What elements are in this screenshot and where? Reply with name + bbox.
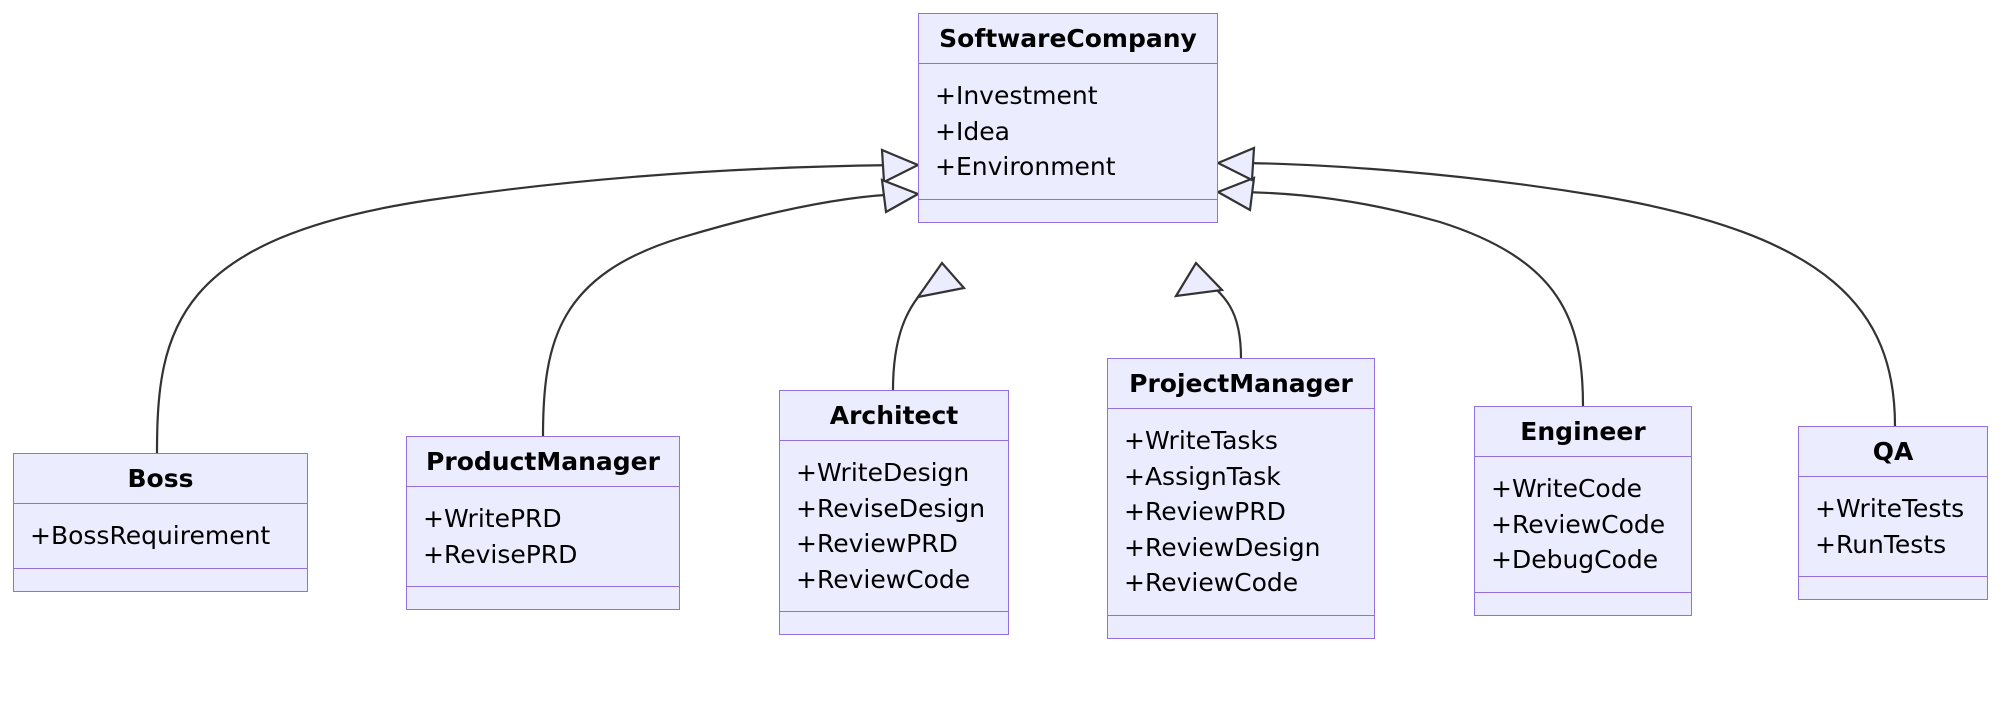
class-node-softwarecompany[interactable]: SoftwareCompany +Investment +Idea +Envir… <box>918 13 1218 223</box>
class-member: +DebugCode <box>1491 545 1659 574</box>
inheritance-arrowhead-qa <box>1215 146 1256 182</box>
inheritance-arrowhead-engineer <box>1215 176 1256 212</box>
class-member: +WriteDesign <box>796 458 970 487</box>
class-member: +Investment <box>935 81 1098 110</box>
class-title-productmanager: ProductManager <box>407 437 679 487</box>
class-methods-softwarecompany <box>919 200 1217 222</box>
class-member: +WriteTests <box>1815 494 1965 523</box>
class-methods-qa <box>1799 577 1987 599</box>
class-node-productmanager[interactable]: ProductManager +WritePRD +RevisePRD <box>406 436 680 610</box>
class-member: +ReviewDesign <box>1124 532 1321 562</box>
class-members-softwarecompany: +Investment +Idea +Environment <box>919 64 1217 200</box>
class-member: +ReviewPRD <box>796 529 958 558</box>
class-member: +ReviseDesign <box>796 493 986 523</box>
class-methods-architect <box>780 612 1008 634</box>
class-member: +RunTests <box>1815 529 1947 559</box>
inheritance-arrowhead-architect <box>915 261 967 299</box>
class-member: +ReviewCode <box>1124 568 1299 597</box>
class-title-qa: QA <box>1799 427 1987 477</box>
inheritance-arrowhead-productmanager <box>880 178 921 214</box>
class-methods-productmanager <box>407 587 679 609</box>
class-title-softwarecompany: SoftwareCompany <box>919 14 1217 64</box>
class-member: +Environment <box>935 152 1116 181</box>
class-node-architect[interactable]: Architect +WriteDesign +ReviseDesign +Re… <box>779 390 1009 635</box>
class-node-qa[interactable]: QA +WriteTests +RunTests <box>1798 426 1988 600</box>
edge-projectmanager-to-softwarecompany <box>1199 275 1243 359</box>
class-title-projectmanager: ProjectManager <box>1108 359 1374 409</box>
class-members-productmanager: +WritePRD +RevisePRD <box>407 487 679 587</box>
class-members-qa: +WriteTests +RunTests <box>1799 477 1987 577</box>
class-methods-boss <box>14 569 307 591</box>
class-members-projectmanager: +WriteTasks +AssignTask +ReviewPRD +Revi… <box>1108 409 1374 616</box>
class-members-engineer: +WriteCode +ReviewCode +DebugCode <box>1475 457 1691 593</box>
edge-architect-to-softwarecompany <box>891 275 939 391</box>
class-methods-projectmanager <box>1108 616 1374 638</box>
class-methods-engineer <box>1475 593 1691 615</box>
class-member: +Idea <box>935 116 1010 146</box>
class-members-boss: +BossRequirement <box>14 504 307 569</box>
class-title-engineer: Engineer <box>1475 407 1691 457</box>
class-member: +ReviewPRD <box>1124 497 1286 526</box>
class-title-boss: Boss <box>14 454 307 504</box>
class-member: +ReviewCode <box>1491 509 1666 539</box>
class-member: +WritePRD <box>423 504 562 533</box>
class-members-architect: +WriteDesign +ReviseDesign +ReviewPRD +R… <box>780 441 1008 612</box>
inheritance-arrowhead-boss <box>880 148 921 184</box>
class-member: +WriteCode <box>1491 474 1642 503</box>
class-title-architect: Architect <box>780 391 1008 441</box>
class-node-projectmanager[interactable]: ProjectManager +WriteTasks +AssignTask +… <box>1107 358 1375 639</box>
class-node-boss[interactable]: Boss +BossRequirement <box>13 453 308 592</box>
inheritance-arrowhead-projectmanager <box>1173 261 1225 298</box>
class-member: +WriteTasks <box>1124 426 1278 455</box>
class-member: +BossRequirement <box>30 521 271 550</box>
class-member: +ReviewCode <box>796 564 971 594</box>
class-node-engineer[interactable]: Engineer +WriteCode +ReviewCode +DebugCo… <box>1474 406 1692 616</box>
class-member: +AssignTask <box>1124 461 1281 491</box>
class-member: +RevisePRD <box>423 539 578 569</box>
